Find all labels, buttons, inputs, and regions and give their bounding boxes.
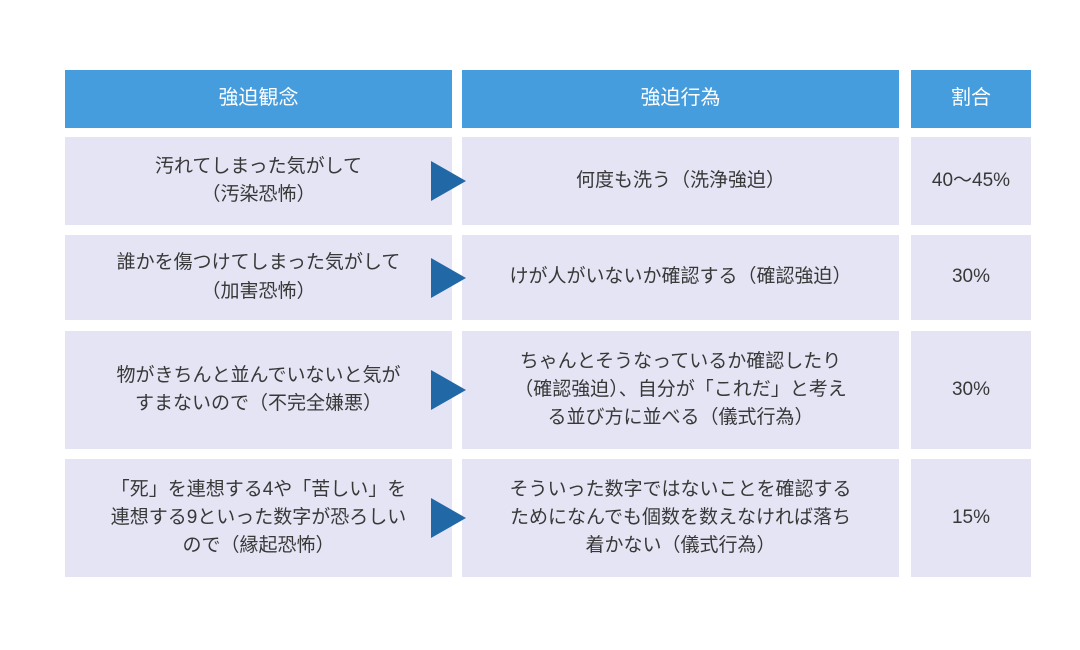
table-row: 誰かを傷つけてしまった気がして （加害恐怖） けが人がいないか確認する（確認強迫… xyxy=(65,235,1031,320)
obsession-cell: 汚れてしまった気がして （汚染恐怖） xyxy=(65,137,452,225)
compulsion-cell: そういった数字ではないことを確認する ためになんでも個数を数えなければ落ち 着か… xyxy=(462,459,899,577)
ratio-cell: 30% xyxy=(911,331,1031,449)
column-header-compulsion: 強迫行為 xyxy=(462,70,899,128)
arrow-right-icon xyxy=(431,370,466,410)
obsession-cell: 物がきちんと並んでいないと気が すまないので（不完全嫌悪） xyxy=(65,331,452,449)
table-row: 物がきちんと並んでいないと気が すまないので（不完全嫌悪） ちゃんとそうなってい… xyxy=(65,331,1031,449)
column-header-obsession: 強迫観念 xyxy=(65,70,452,128)
compulsion-cell: 何度も洗う（洗浄強迫） xyxy=(462,137,899,225)
table-header-row: 強迫観念 強迫行為 割合 xyxy=(65,70,1031,128)
arrow-right-icon xyxy=(431,257,466,298)
ratio-cell: 15% xyxy=(911,459,1031,577)
obsession-cell: 誰かを傷つけてしまった気がして （加害恐怖） xyxy=(65,235,452,320)
obsession-cell: 「死」を連想する4や「苦しい」を 連想する9といった数字が恐ろしい ので（縁起恐… xyxy=(65,459,452,577)
compulsion-cell: けが人がいないか確認する（確認強迫） xyxy=(462,235,899,320)
compulsion-cell: ちゃんとそうなっているか確認したり （確認強迫）、自分が「これだ」と考え る並び… xyxy=(462,331,899,449)
arrow-right-icon xyxy=(431,161,466,201)
column-header-ratio: 割合 xyxy=(911,70,1031,128)
table-row: 「死」を連想する4や「苦しい」を 連想する9といった数字が恐ろしい ので（縁起恐… xyxy=(65,459,1031,577)
arrow-right-icon xyxy=(431,498,466,538)
ratio-cell: 40〜45% xyxy=(911,137,1031,225)
table-row: 汚れてしまった気がして （汚染恐怖） 何度も洗う（洗浄強迫） 40〜45% xyxy=(65,137,1031,225)
ratio-cell: 30% xyxy=(911,235,1031,320)
ocd-symptoms-table: 強迫観念 強迫行為 割合 汚れてしまった気がして （汚染恐怖） 何度も洗う（洗浄… xyxy=(65,70,1031,577)
